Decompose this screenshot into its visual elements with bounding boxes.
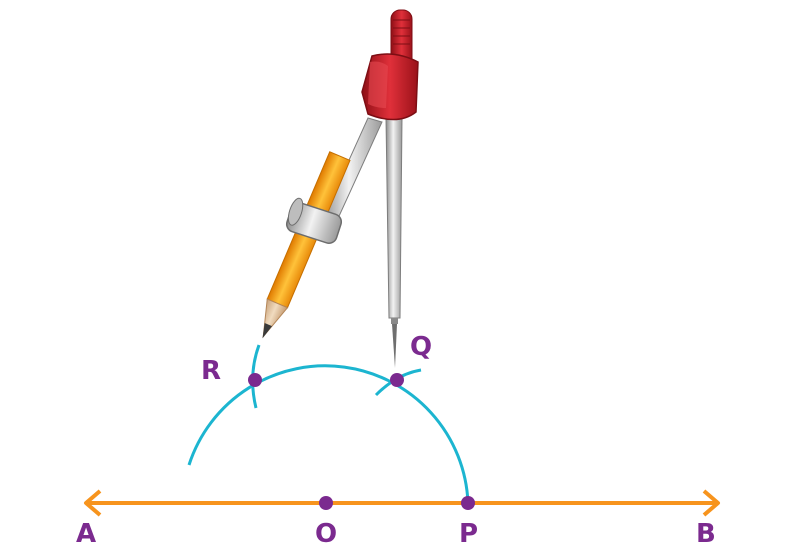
arc-center-o: [187, 364, 470, 504]
arrowhead-right-icon: [702, 489, 720, 517]
compass-needle-leg: [385, 117, 403, 368]
label-q: Q: [410, 332, 432, 362]
compass-clamp: [285, 197, 343, 244]
pencil: [262, 151, 351, 339]
label-p: P: [459, 519, 478, 549]
label-b: B: [696, 519, 716, 549]
point-r: [248, 373, 262, 387]
line-ab: [84, 489, 720, 517]
label-r: R: [201, 356, 221, 386]
point-p: [461, 496, 475, 510]
point-q: [390, 373, 404, 387]
compass-head: [361, 9, 419, 121]
arrowhead-left-icon: [84, 489, 102, 517]
compass-with-pencil-icon: [262, 9, 419, 368]
point-o: [319, 496, 333, 510]
label-o: O: [315, 519, 337, 549]
label-a: A: [76, 519, 96, 549]
